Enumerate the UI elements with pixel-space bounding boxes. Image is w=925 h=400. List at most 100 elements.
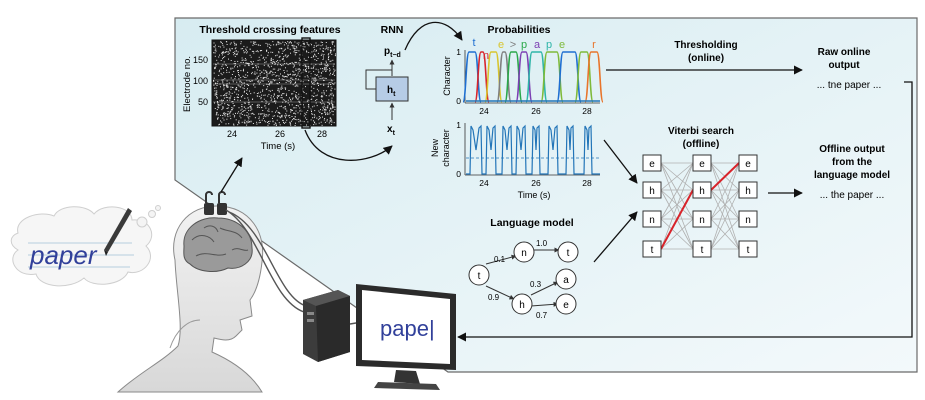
- raster-spike: [331, 87, 333, 89]
- raster-spike: [327, 63, 329, 65]
- raster-spike: [296, 49, 298, 51]
- raster-spike: [330, 84, 332, 85]
- trellis-node: [738, 181, 758, 199]
- raster-spike: [235, 112, 236, 114]
- raster-spike: [226, 48, 228, 50]
- raster-spike: [317, 83, 319, 85]
- raster-spike: [322, 44, 324, 46]
- raster-spike: [323, 105, 325, 107]
- raster-spike: [308, 71, 310, 73]
- offline-output-label-3: language model: [814, 170, 890, 181]
- raster-spike: [287, 99, 289, 101]
- raster-spike: [241, 121, 243, 123]
- raster-spike: [259, 113, 261, 115]
- trellis-node-label: h: [699, 186, 705, 197]
- raster-spike: [252, 61, 254, 63]
- raster-spike: [280, 94, 282, 96]
- raster-spike: [235, 88, 237, 90]
- raster-spike: [329, 67, 331, 69]
- raster-spike: [325, 66, 327, 68]
- raster-spike: [267, 77, 269, 79]
- raster-spike: [237, 112, 239, 114]
- raster-spike: [294, 74, 295, 76]
- raster-spike: [220, 72, 222, 74]
- raster-spike: [321, 77, 323, 79]
- raster-spike: [325, 71, 327, 72]
- raster-spike: [270, 44, 272, 46]
- trellis-node: [738, 240, 758, 258]
- raster-spike: [317, 52, 319, 54]
- raster-spike: [330, 124, 332, 126]
- raster-spike: [220, 60, 222, 61]
- raster-spike: [266, 49, 268, 51]
- raster-spike: [330, 60, 332, 62]
- raster-spike: [240, 62, 242, 63]
- raster-spike: [267, 124, 269, 126]
- raster-spike: [246, 62, 248, 64]
- raster-spike: [225, 41, 227, 43]
- raster-spike: [283, 93, 285, 95]
- raster-spike: [285, 121, 287, 123]
- raster-spike: [300, 81, 302, 82]
- prob-ytick-top-0: 0: [456, 96, 461, 106]
- raster-spike: [296, 61, 298, 63]
- raster-xtick-28: 28: [317, 129, 327, 139]
- raster-spike: [260, 113, 262, 115]
- prob-xtick-top-24: 24: [479, 106, 489, 116]
- raster-spike: [325, 114, 327, 116]
- raster-spike: [261, 94, 263, 96]
- raster-xtick-26: 26: [275, 129, 285, 139]
- raster-spike: [287, 54, 289, 56]
- raster-spike: [246, 122, 248, 124]
- raster-spike: [228, 58, 229, 60]
- brain-icon: [183, 217, 253, 272]
- svg-text:e: e: [563, 300, 569, 311]
- raster-spike: [283, 49, 285, 51]
- raster-spike: [316, 44, 318, 46]
- raster-spike: [272, 68, 274, 70]
- raster-spike: [260, 98, 262, 100]
- raster-spike: [216, 59, 218, 61]
- raster-spike: [232, 52, 234, 53]
- raster-spike: [258, 81, 260, 83]
- raster-spike: [323, 107, 325, 109]
- raster-spike: [225, 92, 227, 94]
- raster-spike: [286, 93, 287, 95]
- raster-spike: [325, 70, 327, 72]
- raster-spike: [305, 86, 306, 88]
- raster-spike: [328, 99, 330, 101]
- raster-spike: [299, 64, 301, 66]
- raster-spike: [313, 87, 315, 89]
- raster-spike: [221, 121, 223, 123]
- raster-spike: [215, 92, 217, 94]
- raster-spike: [226, 92, 228, 94]
- raster-spike: [262, 80, 264, 82]
- raster-spike: [224, 103, 226, 105]
- raster-spike: [302, 43, 304, 45]
- raster-spike: [266, 114, 268, 116]
- raster-spike: [287, 115, 289, 117]
- raster-spike: [328, 122, 330, 124]
- raster-highlight-window: [301, 37, 311, 129]
- raster-spike: [320, 109, 321, 111]
- raster-spike: [253, 84, 255, 86]
- raster-spike: [251, 80, 253, 82]
- raster-spike: [273, 93, 275, 95]
- raster-spike: [237, 124, 239, 126]
- raster-spike: [325, 113, 327, 115]
- raster-spike: [316, 82, 318, 84]
- raster-spike: [323, 119, 325, 121]
- raster-spike: [228, 71, 230, 73]
- trellis-node-label: e: [745, 159, 751, 170]
- raster-spike: [270, 61, 272, 63]
- raster-spike: [298, 96, 300, 98]
- raster-spike: [320, 54, 322, 56]
- raster-spike: [273, 73, 275, 75]
- raster-spike: [332, 43, 333, 45]
- raster-spike: [278, 51, 280, 53]
- raster-spike: [308, 67, 310, 69]
- raster-spike: [330, 86, 332, 88]
- raster-spike: [299, 75, 301, 77]
- raster-spike: [306, 51, 308, 53]
